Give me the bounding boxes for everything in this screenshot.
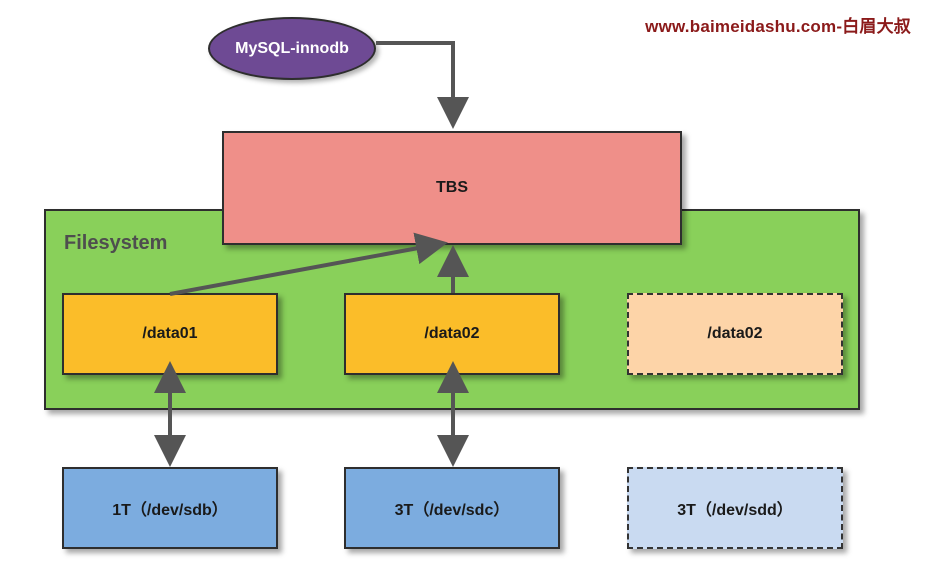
engine-to-tbs-arrow bbox=[376, 41, 469, 129]
disk-sdc-box: 3T（/dev/sdc） bbox=[344, 467, 560, 549]
engine-label: MySQL-innodb bbox=[235, 39, 349, 57]
disk-sdd-box: 3T（/dev/sdd） bbox=[627, 467, 843, 549]
tablespace-label: TBS bbox=[436, 179, 468, 196]
disk-sdb-box: 1T（/dev/sdb） bbox=[62, 467, 278, 549]
mount-label: /data02 bbox=[424, 325, 480, 342]
engine-node: MySQL-innodb bbox=[208, 17, 376, 80]
watermark-text: www.baimeidashu.com-白眉大叔 bbox=[645, 17, 911, 36]
disk-label: 1T（/dev/sdb） bbox=[112, 502, 228, 519]
data01-to-tbs-arrow bbox=[169, 232, 448, 296]
disk-label: 3T（/dev/sdc） bbox=[394, 502, 510, 519]
filesystem-label: Filesystem bbox=[64, 232, 168, 254]
mount-label: /data02 bbox=[707, 325, 763, 342]
tablespace-box: TBS bbox=[222, 131, 682, 245]
disk-label: 3T（/dev/sdd） bbox=[677, 502, 793, 519]
mount-data02-inactive-box: /data02 bbox=[627, 293, 843, 375]
mount-label: /data01 bbox=[142, 325, 198, 342]
